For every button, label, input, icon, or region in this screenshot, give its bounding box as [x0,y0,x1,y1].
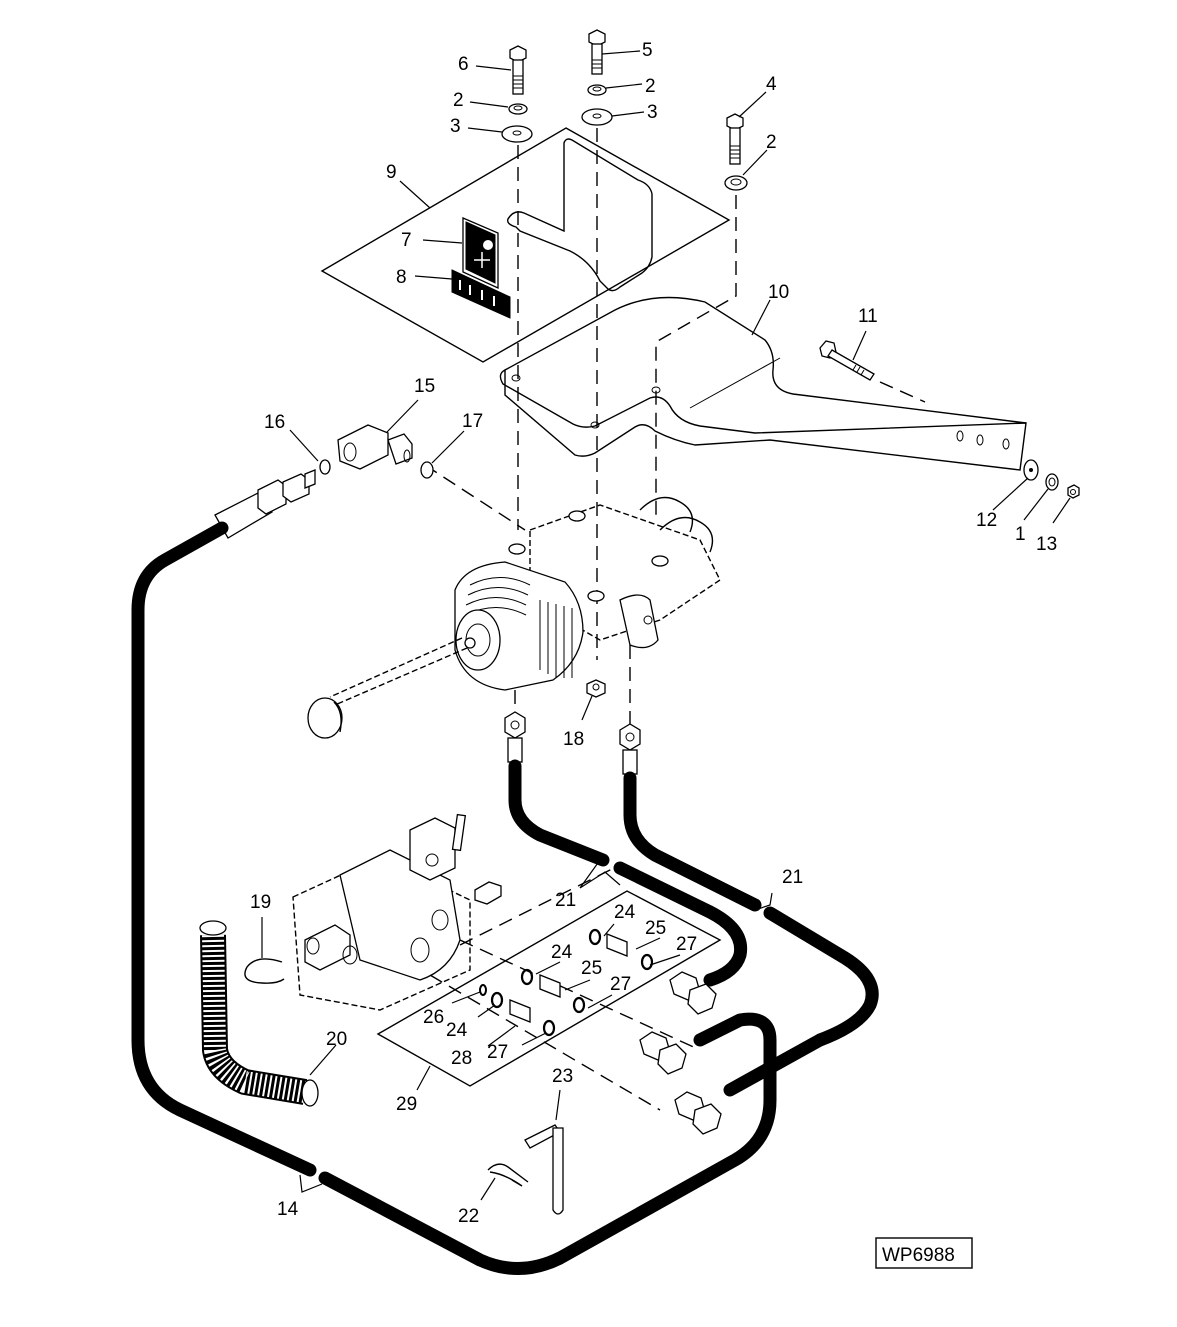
hair-pin-clip-22 [487,1163,529,1187]
cover-handle [506,138,653,292]
lock-washer-2b [587,84,607,96]
callout-12: 12 [976,510,997,531]
callout-26: 26 [423,1007,444,1028]
callout-17: 17 [462,411,483,432]
pin-23 [524,1124,564,1215]
flat-washer-3a [501,125,533,143]
callout-13: 13 [1036,534,1057,555]
callout-22: 22 [458,1206,479,1227]
callout-9: 9 [386,162,397,183]
callout-24: 24 [551,942,573,963]
callout-19: 19 [250,892,271,913]
callout-27: 27 [487,1042,508,1063]
cap-screw-11 [819,340,875,381]
callout-15: 15 [414,376,435,397]
callout-21: 21 [782,867,803,888]
callout-28: 28 [451,1048,472,1069]
cover-plate-outline [320,127,731,363]
callout-27: 27 [610,974,631,995]
callout-25: 25 [645,918,666,939]
flat-washer-3b [581,108,613,126]
hose-14 [131,521,317,1177]
callout-2: 2 [766,132,777,153]
retaining-ring-19 [244,958,285,984]
leader-lines [261,50,1071,1201]
elbow-fittings-lower [639,971,722,1135]
fitting-kit-outline [376,890,722,1087]
elbow-fitting-15 [337,424,413,470]
callout-2: 2 [645,76,656,97]
callout-3: 3 [450,116,461,137]
callout-24: 24 [614,902,636,923]
decal-7 [462,217,499,290]
callout-7: 7 [401,230,412,251]
callout-10: 10 [768,282,789,303]
callout-2: 2 [453,90,464,111]
figure-id: WP6988 [882,1245,955,1266]
callout-23: 23 [552,1066,573,1087]
callout-25: 25 [581,958,602,979]
hydraulic-pump [292,813,502,1011]
lock-washer-2c [724,175,748,191]
callout-20: 20 [326,1029,347,1050]
figure-id-box: WP6988 [875,1237,973,1269]
cap-screw-5 [588,29,606,75]
callout-29: 29 [396,1094,417,1115]
callout-27: 27 [676,934,697,955]
o-ring-16 [319,459,331,475]
mounting-bracket-outline [499,368,1027,471]
callout-6: 6 [458,54,469,75]
callout-18: 18 [563,729,584,750]
callout-5: 5 [642,40,653,61]
callout-8: 8 [396,267,407,288]
callout-21: 21 [555,890,576,911]
callout-11: 11 [858,306,878,327]
lock-washer-1 [1045,473,1059,491]
callout-labels: 6 5 2 2 3 3 4 2 9 7 8 10 11 15 16 17 12 … [250,40,1057,1227]
o-ring-17 [420,461,434,479]
lock-washer-2a [508,103,528,115]
cap-screw-4 [726,113,744,165]
callout-14: 14 [277,1199,299,1220]
callout-3: 3 [647,102,658,123]
hose-14-lower [318,1012,777,1275]
hose-21-right [619,723,879,1097]
cap-screw-6 [509,45,527,95]
washer-12 [1023,459,1039,481]
hex-nut-18 [586,679,606,698]
decal-8 [451,269,511,319]
control-valve [454,496,721,691]
control-lever [307,637,468,739]
hose-21-left [504,711,748,987]
kit-orings-fittings [479,928,654,1037]
braided-hose-20 [199,920,319,1107]
callout-1: 1 [1015,524,1026,545]
nut-13 [1067,484,1080,499]
callout-4: 4 [766,74,777,95]
hose-end-fitting [214,469,316,539]
callout-24: 24 [446,1020,468,1041]
callout-16: 16 [264,412,285,433]
